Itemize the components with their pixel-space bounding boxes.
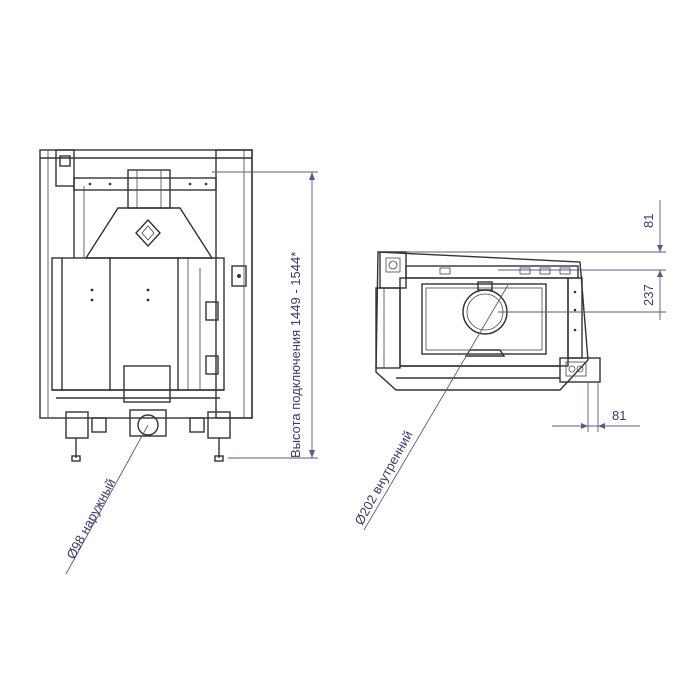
top-rear-post bbox=[379, 251, 407, 289]
outer-diameter-leader bbox=[65, 424, 149, 575]
front-foot-right bbox=[207, 411, 231, 439]
dim-237-label: 237 bbox=[641, 284, 656, 306]
front-ash-box bbox=[123, 365, 171, 403]
inner-diameter-leader bbox=[363, 284, 509, 531]
top-view: Ø202 внутренний 81 237 81 bbox=[352, 200, 666, 531]
front-hood bbox=[84, 207, 214, 259]
dim-81-bottom-label: 81 bbox=[612, 408, 626, 423]
front-firebox bbox=[51, 257, 225, 391]
top-outer-body bbox=[375, 251, 589, 391]
dim-81-top-label: 81 bbox=[641, 214, 656, 228]
top-controller-box bbox=[559, 357, 601, 383]
front-flue-spigot bbox=[127, 169, 171, 209]
inner-diameter-label: Ø202 внутренний bbox=[352, 428, 416, 527]
front-control-box bbox=[231, 265, 247, 287]
connection-height-label: Высота подключения 1449 - 1544* bbox=[288, 252, 303, 458]
outer-diameter-label: Ø98 наружный bbox=[63, 476, 118, 561]
top-firebox bbox=[399, 277, 569, 367]
front-side-column bbox=[215, 149, 253, 419]
front-air-intake-circle bbox=[137, 414, 159, 436]
front-view: Ø98 наружный Высота подключения 1449 - 1… bbox=[39, 149, 318, 575]
front-foot-left bbox=[65, 411, 89, 439]
diamond-logo-icon bbox=[135, 218, 161, 248]
